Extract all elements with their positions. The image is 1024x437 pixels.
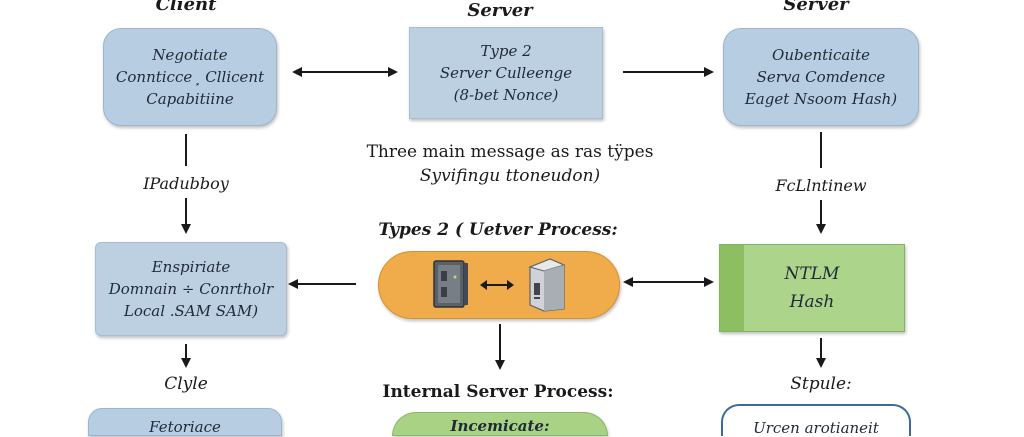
server-cabinet-icon bbox=[433, 260, 468, 308]
authenticate-line1: Oubenticaite bbox=[772, 46, 870, 64]
bottom-middle-pill: Incemicate: bbox=[392, 412, 608, 436]
enspiriate-line3: Local .SAM SAM) bbox=[123, 302, 259, 320]
enspiriate-line2: Domnain ÷ Conrtholr bbox=[108, 280, 274, 298]
bottom-left-box: Fetoriace bbox=[88, 408, 282, 436]
challenge-line3: (8-bet Nonce) bbox=[453, 86, 559, 104]
challenge-line1: Type 2 bbox=[480, 42, 532, 60]
client-column-title: Client bbox=[155, 0, 217, 15]
authenticate-box: Oubenticaite Serva Comdence Eaget Nsoom … bbox=[723, 28, 919, 126]
message-types-note: Three main message as ras tÿpes Syvifing… bbox=[340, 140, 680, 188]
double-arrow-icon bbox=[480, 280, 514, 290]
note-line2: Syvifingu ttoneudon) bbox=[419, 166, 601, 186]
server-process-pill bbox=[378, 251, 620, 319]
challenge-line2: Server Culleenge bbox=[439, 64, 573, 82]
negotiate-box: Negotiate Connticce ⸼ Cllicent Capabitii… bbox=[103, 28, 277, 126]
right-arrow-label-1: FcLlntinew bbox=[775, 176, 867, 195]
negotiate-line3: Capabitiine bbox=[146, 90, 234, 108]
enspiriate-line1: Enspiriate bbox=[151, 258, 231, 276]
ntlm-hash-box: NTLM Hash bbox=[719, 244, 905, 332]
left-arrow-label-2: Clyle bbox=[164, 374, 208, 394]
bottom-left-text: Fetoriace bbox=[149, 418, 221, 436]
note-line1: Three main message as ras tÿpes bbox=[366, 142, 654, 162]
left-arrow-label-1: IPadubboy bbox=[143, 174, 229, 193]
types-process-label: Types 2 ( Uetver Process: bbox=[378, 220, 618, 240]
bottom-right-box: Urcen arotianeit bbox=[721, 404, 911, 436]
bottom-right-text: Urcen arotianeit bbox=[753, 419, 879, 437]
right-arrow-label-2: Stpule: bbox=[790, 374, 852, 394]
ntlm-line1: NTLM bbox=[784, 264, 840, 284]
negotiate-line1: Negotiate bbox=[152, 46, 228, 64]
internal-process-label: Internal Server Process: bbox=[382, 382, 614, 402]
enspiriate-box: Enspiriate Domnain ÷ Conrtholr Local .SA… bbox=[95, 242, 287, 336]
authenticate-line3: Eaget Nsoom Hash) bbox=[744, 90, 898, 108]
authenticate-line2: Serva Comdence bbox=[756, 68, 886, 86]
bottom-middle-text: Incemicate: bbox=[450, 417, 550, 435]
server-tower-icon bbox=[528, 258, 566, 312]
server-column-title-right: Server bbox=[783, 0, 849, 15]
server-column-title-middle: Server bbox=[467, 0, 533, 21]
challenge-box: Type 2 Server Culleenge (8-bet Nonce) bbox=[409, 27, 603, 119]
negotiate-line2: Connticce ⸼ Cllicent bbox=[115, 68, 265, 86]
ntlm-line2: Hash bbox=[789, 292, 835, 312]
